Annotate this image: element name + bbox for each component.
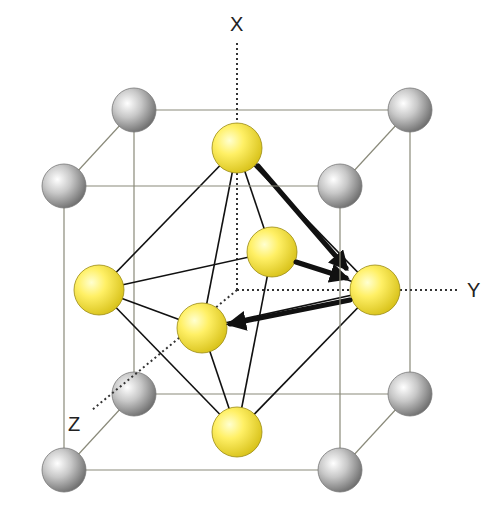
- grey-atom: [42, 164, 362, 492]
- axis-line: [92, 42, 458, 410]
- axis-label: Y: [465, 279, 482, 301]
- cube-edge: [64, 110, 410, 470]
- grey-atom: [112, 88, 432, 416]
- axis-label: Z: [66, 413, 82, 435]
- axis-label: X: [228, 13, 245, 35]
- cube-edge: [64, 186, 340, 470]
- yellow-atom: [74, 123, 400, 457]
- yellow-atom: [247, 227, 297, 277]
- octahedron-edge: [99, 148, 375, 432]
- octahedron-edge: [99, 148, 375, 432]
